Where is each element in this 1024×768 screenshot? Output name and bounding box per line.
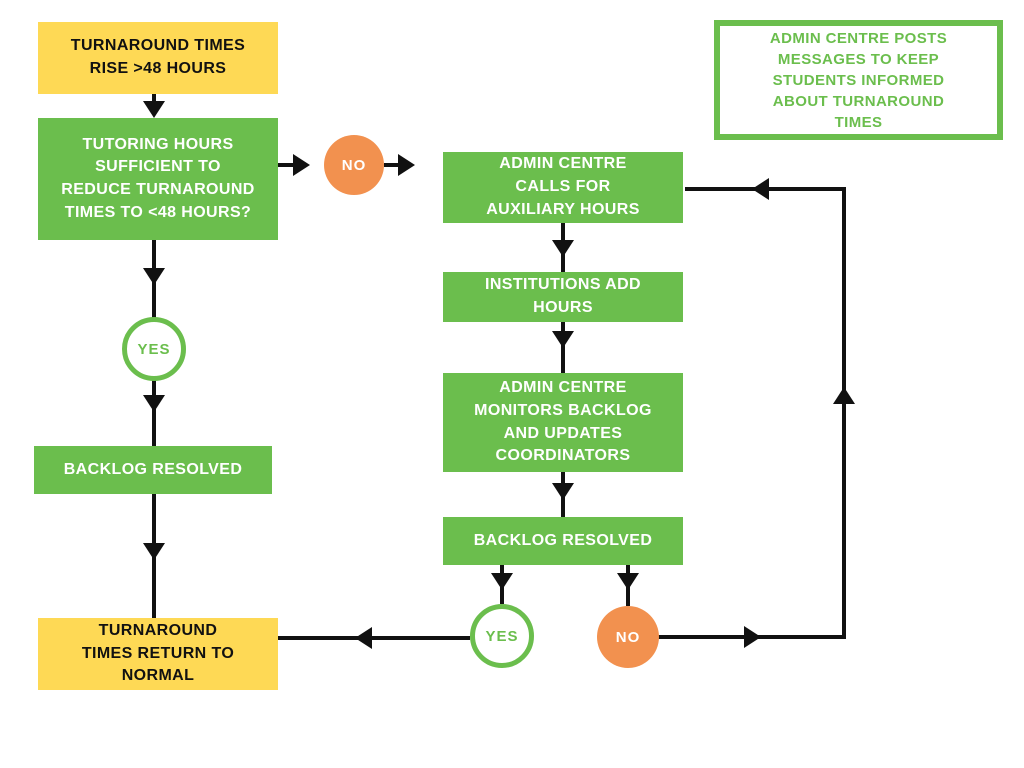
node-admin-centre-calls-auxiliary-hours: ADMIN CENTRE CALLS FOR AUXILIARY HOURS	[443, 152, 683, 223]
node-turnaround-times-return-normal: TURNAROUND TIMES RETURN TO NORMAL	[38, 618, 278, 690]
node-backlog-resolved-left: BACKLOG RESOLVED	[34, 446, 272, 494]
edge-admin-calls-to-institutions	[552, 223, 574, 272]
edge-no-bottom-to-admin-calls-feedback	[658, 178, 855, 648]
edge-backlog-right-to-no-bottom	[617, 565, 639, 606]
edge-backlog-left-to-end	[143, 494, 165, 618]
node-label: BACKLOG RESOLVED	[473, 531, 653, 549]
decision-yes-badge-bottom: YES	[470, 604, 534, 668]
node-institutions-add-hours: INSTITUTIONS ADD HOURS	[443, 272, 683, 322]
node-label: NO	[341, 156, 367, 174]
node-label: ADMIN CENTRE POSTS MESSAGES TO KEEP STUD…	[769, 29, 948, 131]
node-label: ADMIN CENTRE CALLS FOR AUXILIARY HOURS	[486, 155, 640, 218]
node-label: TUTORING HOURS SUFFICIENT TO REDUCE TURN…	[61, 135, 255, 221]
node-label: NO	[615, 628, 641, 646]
edge-monitors-to-backlog-right	[552, 472, 574, 517]
node-label: TURNAROUND TIMES RISE >48 HOURS	[70, 37, 246, 77]
node-label: BACKLOG RESOLVED	[63, 460, 243, 478]
edge-start-to-decision	[143, 94, 165, 118]
node-label: YES	[485, 627, 519, 645]
decision-no-badge-top: NO	[324, 135, 384, 195]
edge-yes-left-to-backlog-left	[143, 380, 165, 446]
decision-yes-badge-left: YES	[122, 317, 186, 381]
node-label: ADMIN CENTRE MONITORS BACKLOG AND UPDATE…	[474, 379, 652, 465]
node-label: TURNAROUND TIMES RETURN TO NORMAL	[81, 621, 235, 685]
edge-institutions-to-monitors	[552, 322, 574, 373]
note-admin-centre-posts-messages: ADMIN CENTRE POSTS MESSAGES TO KEEP STUD…	[714, 20, 1003, 140]
edge-no-top-to-admin-calls	[384, 154, 415, 176]
node-turnaround-times-rise: TURNAROUND TIMES RISE >48 HOURS	[38, 22, 278, 94]
edge-backlog-right-to-yes-bottom	[491, 565, 513, 604]
node-label: YES	[137, 340, 171, 358]
node-backlog-resolved-right: BACKLOG RESOLVED	[443, 517, 683, 565]
edge-decision-to-no-top	[276, 154, 310, 176]
node-admin-centre-monitors-backlog: ADMIN CENTRE MONITORS BACKLOG AND UPDATE…	[443, 373, 683, 472]
decision-no-badge-bottom: NO	[597, 606, 659, 668]
edge-decision-to-yes-left	[143, 240, 165, 318]
node-label: INSTITUTIONS ADD HOURS	[484, 276, 642, 316]
node-tutoring-hours-sufficient-decision: TUTORING HOURS SUFFICIENT TO REDUCE TURN…	[38, 118, 278, 240]
edge-yes-bottom-to-end	[278, 627, 470, 649]
